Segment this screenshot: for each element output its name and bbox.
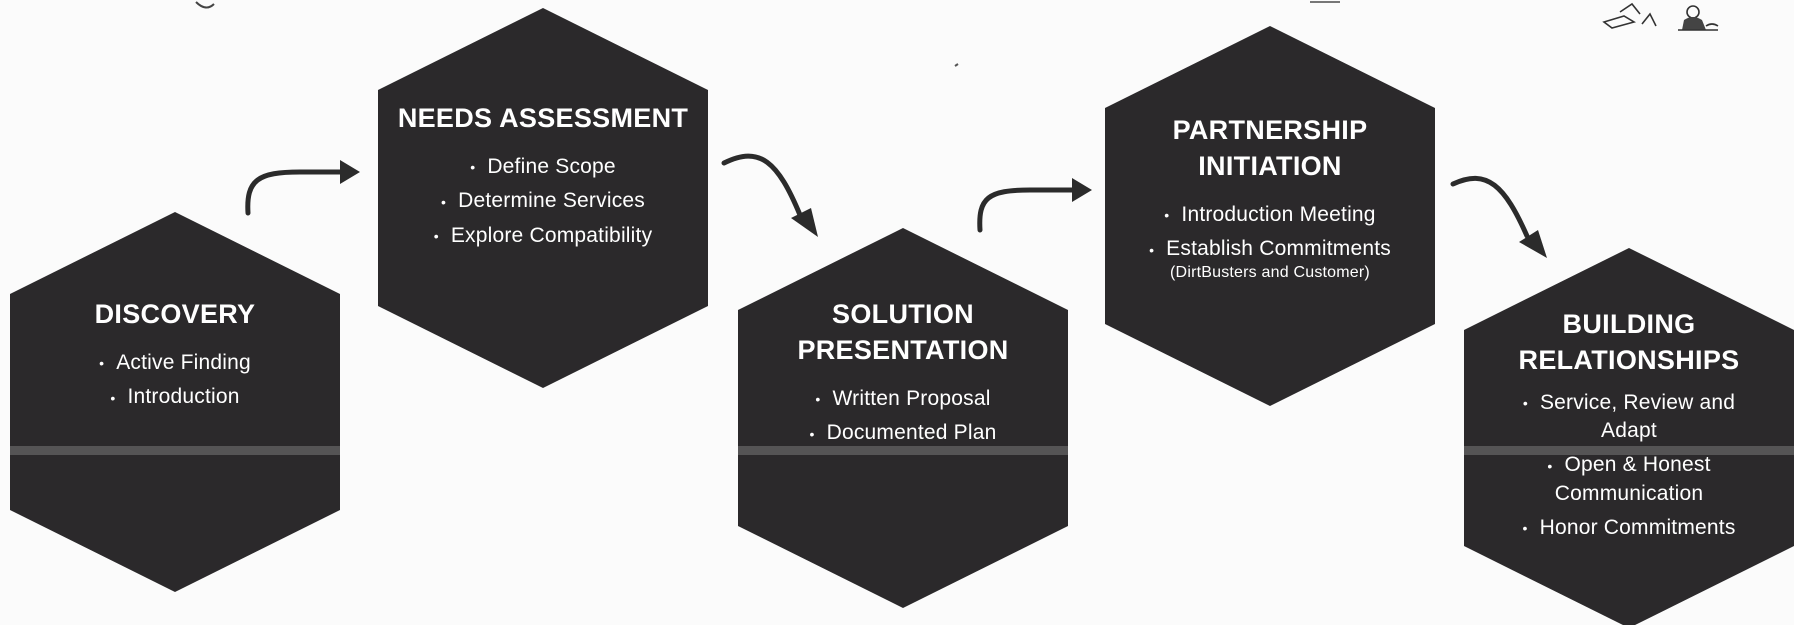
cleaning-illustration-icon <box>1602 2 1719 31</box>
curved-arrow-icon <box>721 153 818 237</box>
stage-partnership-initiation: PARTNERSHIP INITIATION • Introduction Mee… <box>1105 26 1435 406</box>
bullet-text: Introduction <box>127 385 240 409</box>
stray-mark <box>954 63 959 67</box>
hexagon-shape <box>10 212 340 592</box>
scribble-mark <box>195 1 215 9</box>
stage-title: NEEDS ASSESSMENT <box>397 103 689 133</box>
stage-building-relationships: BUILDING RELATIONSHIPS • Service, Review … <box>1464 248 1794 625</box>
bullet-icon: • <box>433 228 439 245</box>
stage-title: SOLUTION PRESENTATION <box>797 299 1009 365</box>
scan-band <box>1464 446 1794 455</box>
bullet-icon: • <box>1149 241 1155 258</box>
stage-title: PARTNERSHIP INITIATION <box>1172 115 1368 181</box>
list-item: • Service, Review and Adapt <box>1494 386 1764 448</box>
list-item: • Introduction Meeting <box>1105 198 1435 232</box>
bullet-text: Active Finding <box>116 351 251 374</box>
list-item: • Documented Plan <box>738 416 1068 450</box>
stage-needs-assessment: NEEDS ASSESSMENT • Define Scope • Determin… <box>378 8 708 388</box>
bullet-text: Determine Services <box>458 189 645 213</box>
stage-title: BUILDING RELATIONSHIPS <box>1518 309 1740 375</box>
stage-title: DISCOVERY <box>94 299 256 329</box>
list-item: • Define Scope <box>378 150 708 184</box>
hexagon-shape <box>1105 26 1435 406</box>
curved-arrow-icon <box>245 160 360 216</box>
bullet-text: Honor Commitments <box>1539 515 1736 539</box>
bullet-icon: • <box>441 193 447 210</box>
bullet-text: Written Proposal <box>832 387 991 410</box>
bullet-text: Explore Compatibility <box>450 223 653 247</box>
stage-bullet-list: •Active Finding •Introduction <box>10 346 340 415</box>
curved-arrow-icon <box>977 178 1092 233</box>
list-item: • Introduction <box>10 380 340 414</box>
bullet-text: Define Scope <box>487 155 616 178</box>
bullet-icon: • <box>1522 520 1528 537</box>
list-item: • Determine Services <box>378 184 708 218</box>
stage-bullet-list: • Introduction Meeting • Establish Commitm… <box>1105 198 1435 282</box>
bullet-text: Establish Commitments <box>1166 237 1391 261</box>
bullet-text: Introduction Meeting <box>1181 203 1376 226</box>
scan-band <box>738 446 1068 455</box>
scribble-mark <box>1310 1 1340 3</box>
bullet-text: Documented Plan <box>826 421 997 445</box>
curved-arrow-icon <box>1450 175 1547 258</box>
stage-bullet-list: • Written Proposal • Documented Plan <box>738 382 1068 451</box>
list-item: • Explore Compatibility <box>378 219 708 253</box>
bullet-icon: • <box>110 389 116 406</box>
bullet-icon: • <box>99 355 105 372</box>
scan-band <box>10 446 340 455</box>
bullet-note: (DirtBusters and Customer) <box>1170 263 1370 281</box>
list-item: • Written Proposal <box>738 382 1068 416</box>
bullet-icon: • <box>470 159 476 176</box>
bullet-icon: • <box>815 391 821 408</box>
stage-bullet-list: •Define Scope •Determine Services •Explo… <box>378 150 708 253</box>
bullet-text: Open & Honest Communication <box>1554 453 1711 505</box>
hexagon-shape <box>378 8 708 388</box>
stage-discovery: DISCOVERY •Active Finding •Introduction <box>10 212 340 592</box>
bullet-icon: • <box>1547 457 1553 474</box>
bullet-icon: • <box>809 425 815 442</box>
list-item: •Open & Honest Communication <box>1494 448 1764 510</box>
hexagon-shape <box>1464 248 1794 625</box>
hexagon-shape <box>738 228 1068 608</box>
list-item: • Honor Commitments <box>1494 511 1764 545</box>
stage-bullet-list: •Service, Review and Adapt •Open & Hones… <box>1494 386 1764 545</box>
stage-solution-presentation: SOLUTION PRESENTATION • Written Proposal … <box>738 228 1068 608</box>
list-item: • Active Finding <box>10 346 340 380</box>
bullet-icon: • <box>1522 395 1528 412</box>
bullet-text: Service, Review and Adapt <box>1539 391 1736 443</box>
list-item: • Establish Commitments (DirtBusters and C… <box>1105 232 1435 281</box>
bullet-icon: • <box>1164 207 1170 224</box>
